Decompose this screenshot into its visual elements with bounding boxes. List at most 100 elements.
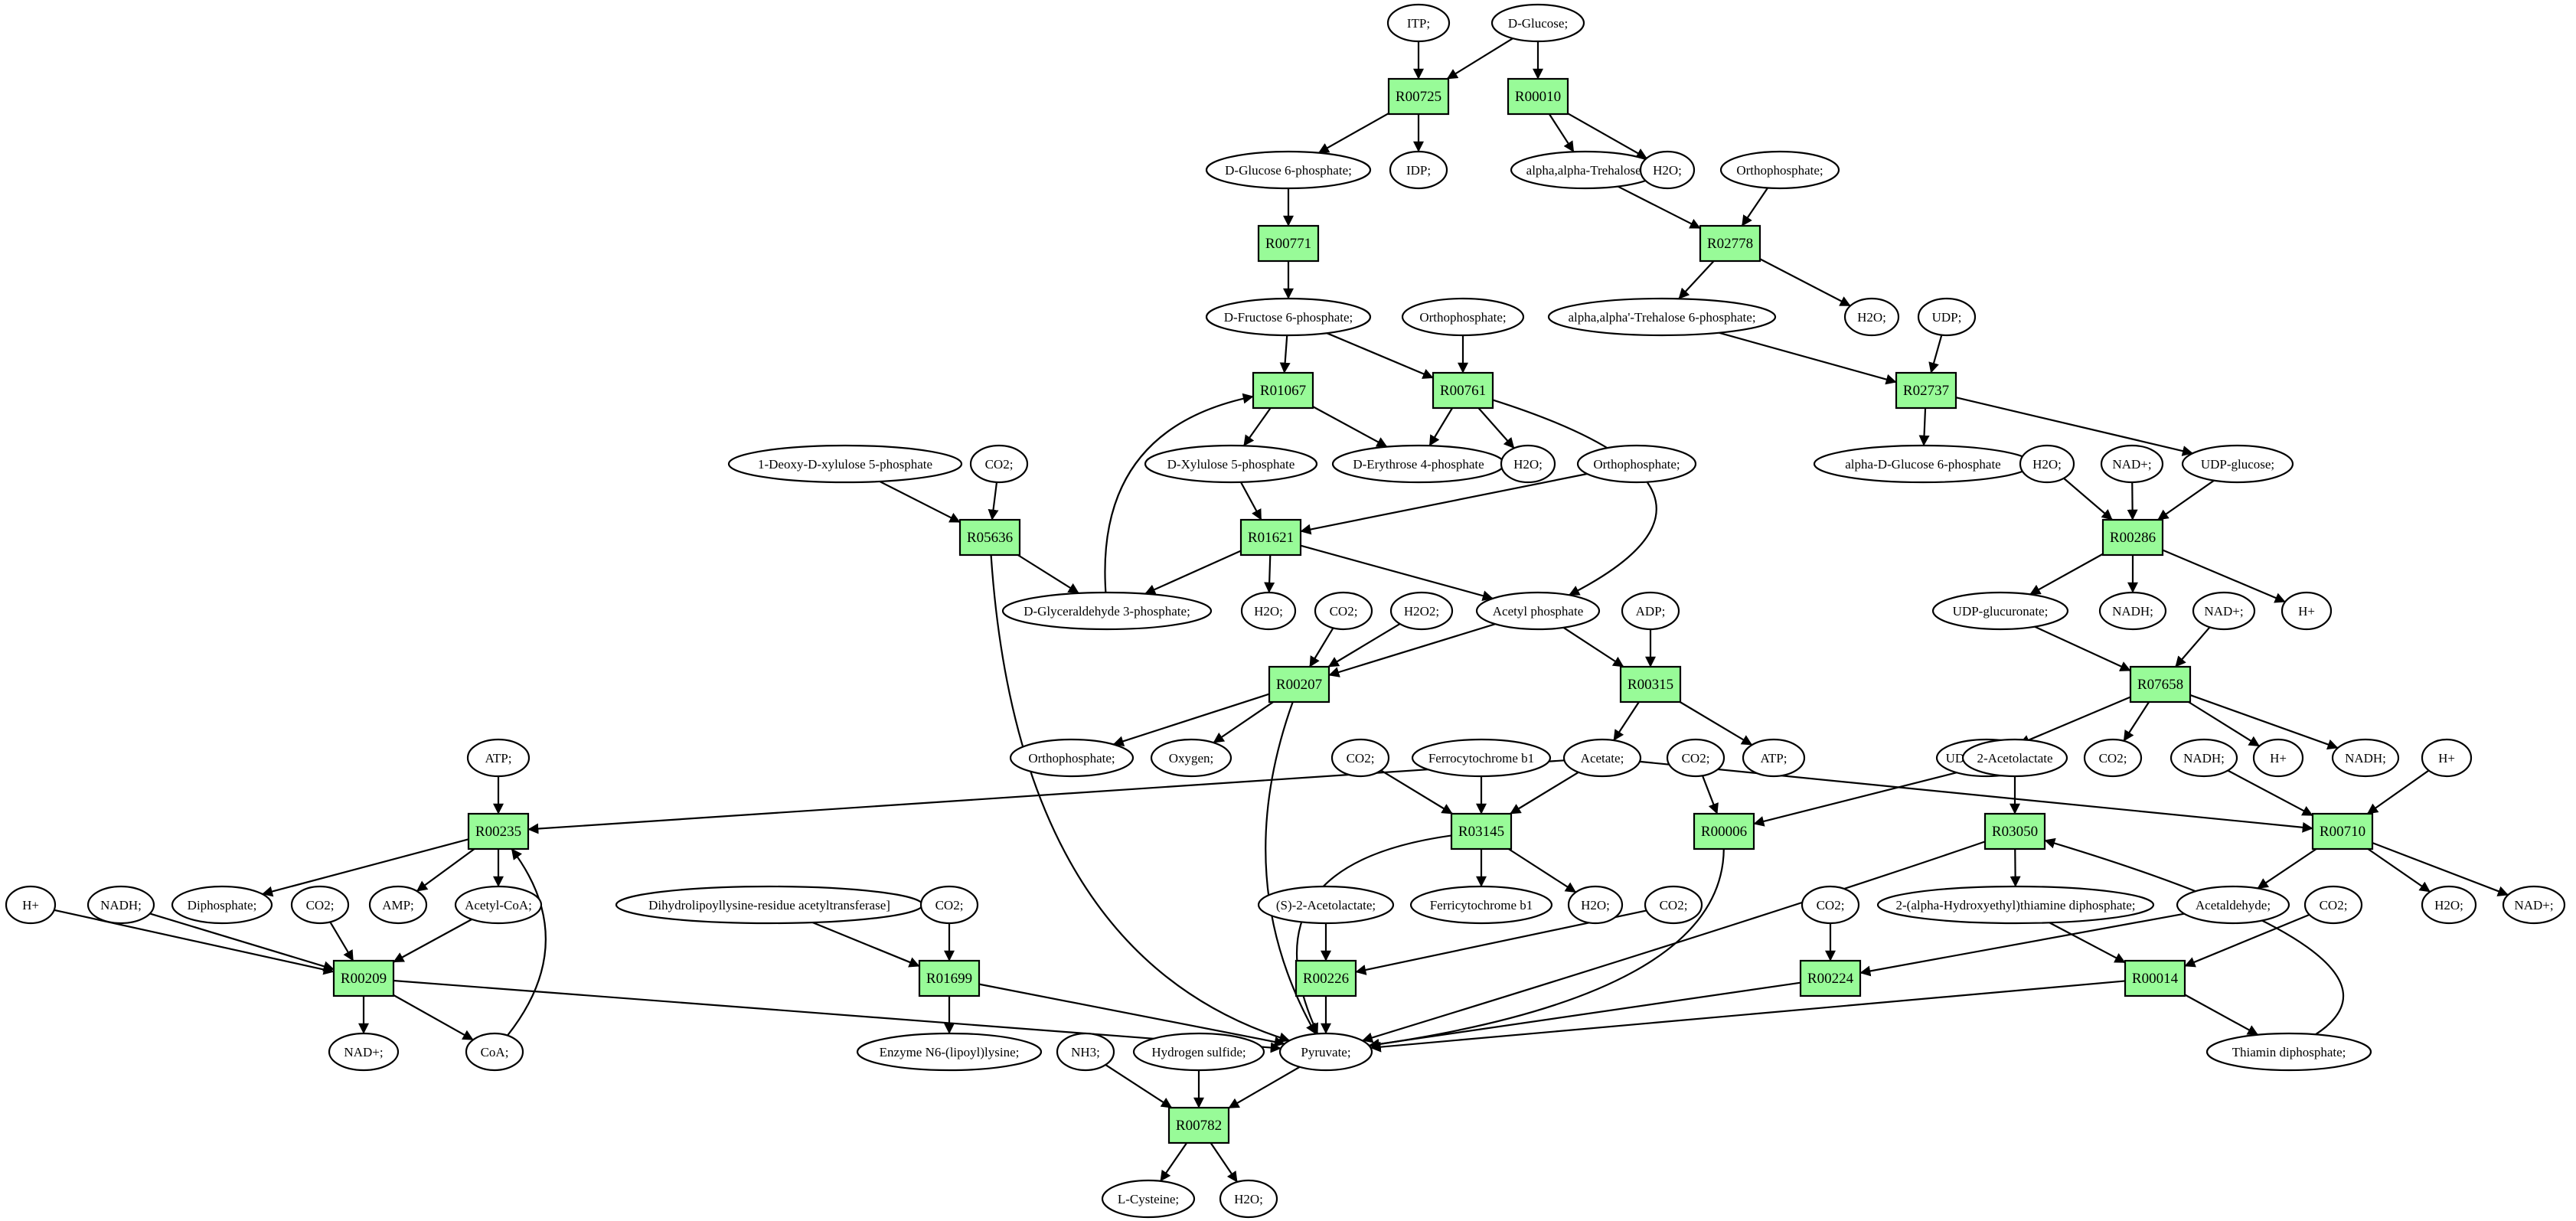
compound-node-idp[interactable]: IDP; <box>1389 150 1448 190</box>
compound-node-atp[interactable]: ATP; <box>466 738 531 778</box>
compound-node-co2[interactable]: CO2; <box>2083 738 2143 778</box>
compound-node-amp[interactable]: AMP; <box>368 885 428 925</box>
reaction-node-r00224[interactable]: R00224 <box>1799 959 1862 997</box>
compound-node-udp[interactable]: UDP; <box>1917 297 1977 337</box>
compound-node-acetyl-coa[interactable]: Acetyl-CoA; <box>454 885 543 925</box>
compound-node-coa[interactable]: CoA; <box>465 1032 524 1072</box>
compound-node-orthophosphate[interactable]: Orthophosphate; <box>1576 444 1697 484</box>
reaction-node-r00725[interactable]: R00725 <box>1387 77 1450 116</box>
compound-node-udp-glucuronate[interactable]: UDP-glucuronate; <box>1931 591 2069 631</box>
compound-node-2-alpha-hydroxyethyl-thiamine-diphosphate[interactable]: 2-(alpha-Hydroxyethyl)thiamine diphospha… <box>1876 885 2155 925</box>
compound-node-h2o[interactable]: H2O; <box>1639 150 1696 190</box>
reaction-node-r00286[interactable]: R00286 <box>2101 518 2164 557</box>
compound-node-d-xylulose-5-phosphate[interactable]: D-Xylulose 5-phosphate <box>1144 444 1318 484</box>
compound-node-co2[interactable]: CO2; <box>1644 885 1703 925</box>
compound-node-diphosphate[interactable]: Diphosphate; <box>171 885 273 925</box>
compound-node-pyruvate[interactable]: Pyruvate; <box>1278 1032 1373 1072</box>
compound-node-adp[interactable]: ADP; <box>1621 591 1680 631</box>
compound-node-h2o[interactable]: H2O; <box>1500 444 1556 484</box>
compound-node-co2[interactable]: CO2; <box>290 885 350 925</box>
compound-node-nad[interactable]: NAD+; <box>2100 444 2164 484</box>
compound-node-oxygen[interactable]: Oxygen; <box>1150 738 1232 778</box>
reaction-node-r00006[interactable]: R00006 <box>1693 812 1755 850</box>
compound-node-d-glucose-6-phosphate[interactable]: D-Glucose 6-phosphate; <box>1205 150 1372 190</box>
compound-node-acetaldehyde[interactable]: Acetaldehyde; <box>2176 885 2290 925</box>
compound-node-h[interactable]: H+ <box>2421 738 2473 778</box>
compound-node-s-2-acetolactate[interactable]: (S)-2-Acetolactate; <box>1257 885 1395 925</box>
compound-node-nadh[interactable]: NADH; <box>87 885 155 925</box>
compound-node-2-acetolactate[interactable]: 2-Acetolactate <box>1961 738 2068 778</box>
compound-node-enzyme-n6-lipoyl-lysine[interactable]: Enzyme N6-(lipoyl)lysine; <box>856 1032 1043 1072</box>
compound-node-h2o[interactable]: H2O; <box>1240 591 1297 631</box>
compound-node-nh3[interactable]: NH3; <box>1056 1032 1115 1072</box>
reaction-node-r00710[interactable]: R00710 <box>2311 812 2374 850</box>
compound-node-h[interactable]: H+ <box>5 885 57 925</box>
edge-co2_r00006-to-r00006 <box>1701 775 1719 815</box>
compound-node-h2o[interactable]: H2O; <box>1843 297 1900 337</box>
compound-node-h2o[interactable]: H2O; <box>1219 1179 1278 1219</box>
reaction-node-r02737[interactable]: R02737 <box>1895 371 1957 410</box>
reaction-node-r00207[interactable]: R00207 <box>1268 665 1330 704</box>
reaction-node-r00315[interactable]: R00315 <box>1619 665 1682 704</box>
compound-node-udp-glucose[interactable]: UDP-glucose; <box>2181 444 2294 484</box>
compound-node-h2o[interactable]: H2O; <box>2421 885 2477 925</box>
reaction-node-r00761[interactable]: R00761 <box>1432 371 1494 410</box>
reaction-node-r00235[interactable]: R00235 <box>467 812 530 850</box>
compound-node-hydrogen-sulfide[interactable]: Hydrogen sulfide; <box>1132 1032 1265 1072</box>
compound-node-acetate[interactable]: Acetate; <box>1562 738 1642 778</box>
reaction-node-r03145[interactable]: R03145 <box>1450 812 1513 850</box>
compound-node-d-fructose-6-phosphate[interactable]: D-Fructose 6-phosphate; <box>1205 297 1372 337</box>
compound-node-d-erythrose-4-phosphate[interactable]: D-Erythrose 4-phosphate <box>1331 444 1506 484</box>
compound-node-co2[interactable]: CO2; <box>2303 885 2363 925</box>
reaction-node-r05636[interactable]: R05636 <box>958 518 1021 557</box>
reaction-node-r03050[interactable]: R03050 <box>1983 812 2046 850</box>
edge-deoxy_xylulose_5p-to-r05636 <box>879 480 961 524</box>
reaction-node-r07658[interactable]: R07658 <box>2129 665 2192 704</box>
compound-node-nad[interactable]: NAD+; <box>2192 591 2256 631</box>
compound-node-orthophosphate[interactable]: Orthophosphate; <box>1009 738 1135 778</box>
reaction-node-r02778[interactable]: R02778 <box>1699 224 1761 263</box>
compound-node-alpha-d-glucose-6-phosphate[interactable]: alpha-D-Glucose 6-phosphate <box>1813 444 2033 484</box>
reaction-node-r00209[interactable]: R00209 <box>332 959 395 997</box>
reaction-node-r01699[interactable]: R01699 <box>918 959 981 997</box>
compound-node-co2[interactable]: CO2; <box>969 444 1029 484</box>
compound-node-alpha-alpha-trehalose[interactable]: alpha,alpha-Trehalose; <box>1510 150 1661 190</box>
compound-node-thiamin-diphosphate[interactable]: Thiamin diphosphate; <box>2205 1032 2372 1072</box>
compound-node-ferricytochrome-b1[interactable]: Ferricytochrome b1 <box>1409 885 1553 925</box>
reaction-node-r01067[interactable]: R01067 <box>1252 371 1314 410</box>
reaction-node-r00010[interactable]: R00010 <box>1507 77 1569 116</box>
compound-node-nad[interactable]: NAD+; <box>2502 885 2566 925</box>
compound-node-nadh[interactable]: NADH; <box>2098 591 2167 631</box>
compound-node-nadh[interactable]: NADH; <box>2170 738 2238 778</box>
compound-node-alpha-alpha-trehalose-6-phosphate[interactable]: alpha,alpha'-Trehalose 6-phosphate; <box>1547 297 1777 337</box>
compound-node-co2[interactable]: CO2; <box>919 885 979 925</box>
compound-node-itp[interactable]: ITP; <box>1386 3 1451 43</box>
reaction-node-r00771[interactable]: R00771 <box>1257 224 1320 263</box>
compound-node-orthophosphate[interactable]: Orthophosphate; <box>1719 150 1840 190</box>
compound-node-h2o2[interactable]: H2O2; <box>1389 591 1454 631</box>
compound-node-orthophosphate[interactable]: Orthophosphate; <box>1401 297 1525 337</box>
compound-node-h2o[interactable]: H2O; <box>1567 885 1624 925</box>
reaction-node-r00782[interactable]: R00782 <box>1167 1106 1230 1144</box>
compound-node-ferrocytochrome-b1[interactable]: Ferrocytochrome b1 <box>1411 738 1552 778</box>
compound-node-d-glucose[interactable]: D-Glucose; <box>1490 3 1585 43</box>
compound-node-co2[interactable]: CO2; <box>1801 885 1860 925</box>
compound-node-h[interactable]: H+ <box>2281 591 2333 631</box>
compound-node-co2[interactable]: CO2; <box>1314 591 1373 631</box>
compound-node-nad[interactable]: NAD+; <box>328 1032 400 1072</box>
compound-node-nadh[interactable]: NADH; <box>2331 738 2400 778</box>
compound-node-1-deoxy-d-xylulose-5-phosphate[interactable]: 1-Deoxy-D-xylulose 5-phosphate <box>727 444 963 484</box>
compound-node-co2[interactable]: CO2; <box>1666 738 1725 778</box>
compound-node-acetyl-phosphate[interactable]: Acetyl phosphate <box>1475 591 1601 631</box>
compound-node-l-cysteine[interactable]: L-Cysteine; <box>1101 1179 1196 1219</box>
compound-node-co2[interactable]: CO2; <box>1330 738 1390 778</box>
compound-node-h2o[interactable]: H2O; <box>2019 444 2075 484</box>
reaction-node-r00014[interactable]: R00014 <box>2124 959 2186 997</box>
reaction-node-r01621[interactable]: R01621 <box>1239 518 1302 557</box>
compound-node-h[interactable]: H+ <box>2252 738 2304 778</box>
compound-node-d-glyceraldehyde-3-phosphate[interactable]: D-Glyceraldehyde 3-phosphate; <box>1001 591 1213 631</box>
compound-node-dihydrolipoyllysine-residue-acetyltransferase[interactable]: Dihydrolipoyllysine-residue acetyltransf… <box>615 885 924 925</box>
compound-node-atp[interactable]: ATP; <box>1742 738 1806 778</box>
reaction-node-r00226[interactable]: R00226 <box>1295 959 1357 997</box>
compound-ellipse <box>1389 591 1454 631</box>
